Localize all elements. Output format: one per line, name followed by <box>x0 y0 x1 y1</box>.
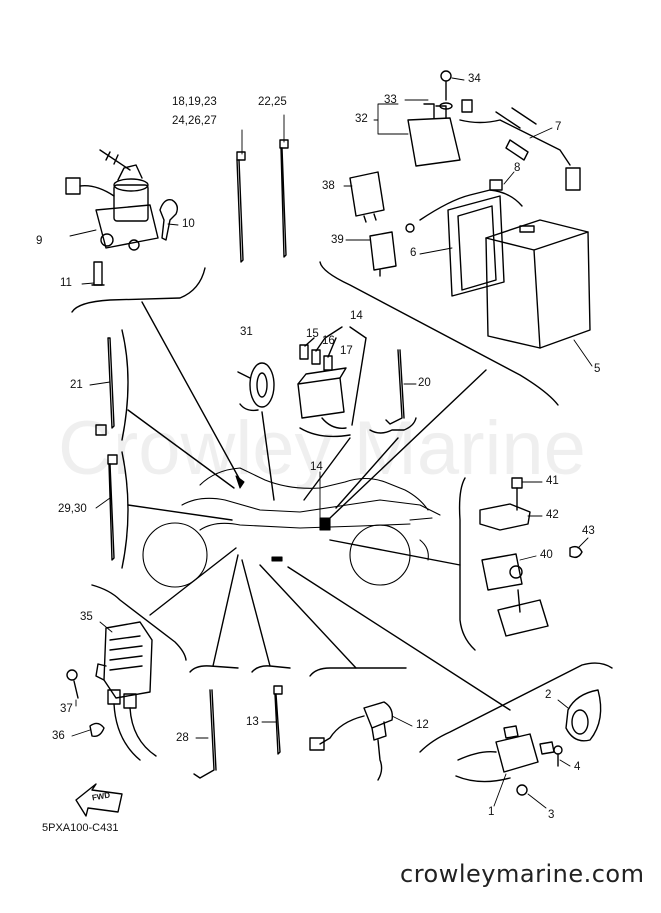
callout-13: 13 <box>246 716 259 728</box>
callout-14-vehicle: 14 <box>310 461 323 473</box>
lever-2 <box>565 689 602 742</box>
group-bracket-handle-switch <box>419 662 613 753</box>
callout-7: 7 <box>555 121 562 133</box>
callout-37: 37 <box>60 703 73 715</box>
callout-34: 34 <box>468 73 481 85</box>
group-bracket-fuse <box>239 403 351 438</box>
callout-3: 3 <box>548 809 555 821</box>
callout-9: 9 <box>36 235 43 247</box>
cable-tie-18-27 <box>236 151 246 263</box>
handlebar-switch-1 <box>455 725 555 783</box>
callout-6: 6 <box>410 247 417 259</box>
main-switch-assembly <box>65 149 179 286</box>
group-bracket-tie-20 <box>369 417 417 434</box>
callout-12: 12 <box>416 719 429 731</box>
callout-35: 35 <box>80 611 93 623</box>
battery-cover-6 <box>447 195 505 297</box>
group-bracket-tie-21 <box>121 329 129 441</box>
cable-tie-22-25 <box>279 139 289 258</box>
battery-5 <box>485 219 591 349</box>
group-bracket-tie-13 <box>251 665 291 673</box>
callout-18-19-23: 18,19,23 <box>172 96 217 108</box>
fuse-box <box>297 344 347 429</box>
callout-8: 8 <box>514 162 521 174</box>
group-bracket-main-switch <box>71 267 206 313</box>
callout-32: 32 <box>355 113 368 125</box>
couplers-36 <box>89 689 157 761</box>
group-bracket-sensor <box>458 477 476 651</box>
leader-line <box>241 559 271 667</box>
grommet-31 <box>237 362 275 408</box>
cable-tie-20 <box>385 349 405 425</box>
callout-17: 17 <box>340 345 353 357</box>
callout-40: 40 <box>540 549 553 561</box>
callout-38: 38 <box>322 180 335 192</box>
fwd-arrow-icon <box>75 783 123 817</box>
group-bracket-tie-28 <box>189 665 239 673</box>
callout-28: 28 <box>176 732 189 744</box>
callout-42: 42 <box>546 509 559 521</box>
callout-21: 21 <box>70 379 83 391</box>
nut-3 <box>516 784 528 796</box>
bracket-42 <box>479 503 531 531</box>
switch-12 <box>309 701 394 781</box>
leader-line <box>127 504 233 521</box>
callout-20: 20 <box>418 377 431 389</box>
bolt-41 <box>511 477 523 511</box>
callout-24-26-27: 24,26,27 <box>172 115 217 127</box>
callout-2: 2 <box>545 689 552 701</box>
leader-line <box>287 566 511 711</box>
leader-line <box>141 301 241 481</box>
starter-relay <box>407 99 581 191</box>
leader-line <box>329 369 487 519</box>
clamp-43 <box>569 545 583 559</box>
leader-line <box>261 411 275 501</box>
battery-lead-8 <box>405 179 523 233</box>
atv-silhouette <box>142 467 441 588</box>
callout-1: 1 <box>488 806 495 818</box>
sensor-40 <box>481 553 549 637</box>
group-bracket-switch-12 <box>309 667 407 677</box>
leader-line <box>259 564 357 669</box>
relay-38 <box>349 171 385 223</box>
callout-16: 16 <box>322 335 335 347</box>
relay-39 <box>369 231 397 277</box>
bolt-37 <box>66 669 79 699</box>
callout-14-fuse: 14 <box>350 310 363 322</box>
cable-tie-28 <box>193 689 217 779</box>
callout-15: 15 <box>306 328 319 340</box>
leader-line <box>212 554 239 667</box>
callout-36: 36 <box>52 730 65 742</box>
group-bracket-rectifier <box>91 584 187 661</box>
leader-line <box>303 437 351 501</box>
callout-11: 11 <box>60 277 72 289</box>
callout-31: 31 <box>240 326 253 338</box>
cable-tie-21 <box>95 337 115 436</box>
leader-line <box>127 409 235 489</box>
cable-tie-29-30 <box>107 454 118 561</box>
callout-41: 41 <box>546 475 559 487</box>
leader-line <box>335 437 399 509</box>
callout-5: 5 <box>594 363 601 375</box>
cable-tie-13 <box>273 685 283 755</box>
fuse-leaders <box>304 326 367 426</box>
group-bracket-relay-battery <box>319 261 559 406</box>
leader-line <box>329 539 461 566</box>
callout-4: 4 <box>574 761 581 773</box>
bolt-34 <box>439 70 453 110</box>
screw-4 <box>553 745 563 767</box>
website-link[interactable]: crowleymarine.com <box>400 860 645 888</box>
rectifier-35 <box>95 621 153 699</box>
group-bracket-tie-29 <box>121 451 129 569</box>
callout-22-25: 22,25 <box>258 96 287 108</box>
callout-29-30: 29,30 <box>58 503 87 515</box>
callout-39: 39 <box>331 234 344 246</box>
diagram-code: 5PXA100-C431 <box>42 822 119 834</box>
callout-43: 43 <box>582 525 595 537</box>
callout-33: 33 <box>384 94 397 106</box>
callout-10: 10 <box>182 218 195 230</box>
callout-leaders <box>69 77 593 809</box>
